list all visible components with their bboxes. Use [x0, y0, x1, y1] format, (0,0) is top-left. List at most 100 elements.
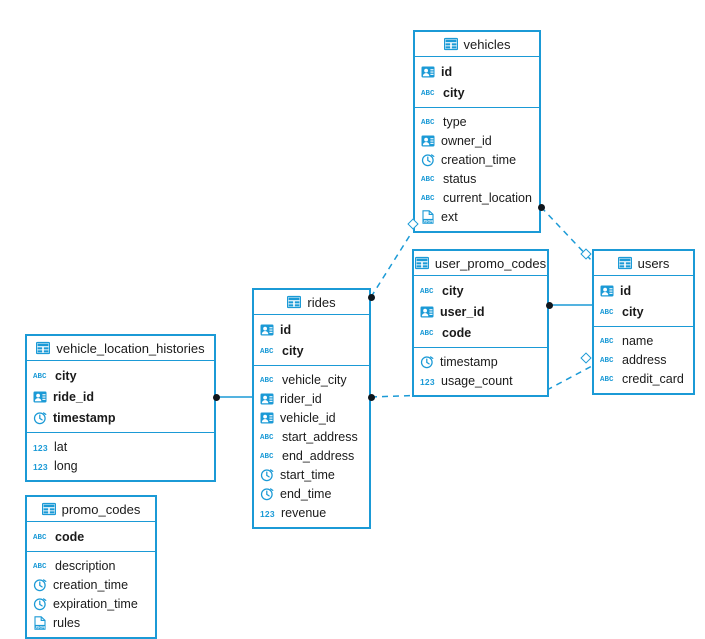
relationship-one-marker-rides-to-users-to[interactable]	[580, 352, 592, 364]
table-title: rides	[307, 294, 336, 310]
123-icon: 123	[260, 508, 275, 519]
column-row-owner_id[interactable]: owner_id	[415, 131, 539, 150]
primary-key-row-timestamp[interactable]: timestamp	[27, 407, 214, 428]
abc-icon: ABC	[260, 347, 274, 356]
primary-key-row-ride_id[interactable]: ride_id	[27, 386, 214, 407]
id-card-icon	[420, 306, 434, 317]
primary-key-row-id[interactable]: id	[254, 319, 369, 340]
column-name: type	[443, 114, 467, 129]
id-card-icon	[260, 393, 274, 404]
json-file-icon: JSON	[422, 209, 434, 224]
table-grid-icon	[287, 295, 302, 309]
column-name: lat	[54, 439, 68, 454]
column-name: name	[622, 333, 654, 348]
table-title: users	[637, 255, 670, 271]
relationship-line-rides-to-vehicles[interactable]	[370, 231, 413, 298]
primary-key-row-id[interactable]: id	[594, 280, 693, 301]
column-row-expiration_time[interactable]: expiration_time	[27, 594, 155, 613]
column-row-end_time[interactable]: end_time	[254, 484, 369, 503]
id-card-icon	[33, 391, 47, 402]
abc-icon: ABC	[421, 175, 435, 184]
123-icon: 123	[33, 442, 48, 453]
primary-key-row-user_id[interactable]: user_id	[414, 301, 547, 322]
relationship-many-marker-rides-to-users-from[interactable]	[367, 393, 375, 401]
table-header-vehicles[interactable]: vehicles	[415, 32, 539, 57]
column-name: usage_count	[441, 373, 513, 388]
table-header-vehicle_location_histories[interactable]: vehicle_location_histories	[27, 336, 214, 361]
relationship-many-marker-vehicles-to-users-from[interactable]	[537, 203, 545, 211]
table-title: user_promo_codes	[434, 255, 547, 271]
clock-icon	[420, 355, 434, 368]
column-row-revenue[interactable]: 123 revenue	[254, 503, 369, 522]
column-name: current_location	[443, 190, 532, 205]
relationship-many-marker-vehicle_location_histories-to-rides-from[interactable]	[212, 393, 220, 401]
column-row-creation_time[interactable]: creation_time	[27, 575, 155, 594]
column-row-lat[interactable]: 123 lat	[27, 437, 214, 456]
relationship-many-marker-rides-to-vehicles-from[interactable]	[367, 293, 375, 301]
column-row-creation_time[interactable]: creation_time	[415, 150, 539, 169]
clock-icon	[421, 153, 435, 166]
json-file-icon: JSON	[34, 615, 46, 630]
table-grid-icon	[617, 256, 632, 270]
column-row-timestamp[interactable]: timestamp	[414, 352, 547, 371]
table-header-rides[interactable]: rides	[254, 290, 369, 315]
column-row-vehicle_id[interactable]: vehicle_id	[254, 408, 369, 427]
table-header-promo_codes[interactable]: promo_codes	[27, 497, 155, 522]
table-header-users[interactable]: users	[594, 251, 693, 276]
column-name: long	[54, 458, 78, 473]
clock-icon	[33, 578, 47, 591]
column-name: timestamp	[440, 354, 498, 369]
column-name: creation_time	[441, 152, 517, 167]
table-header-user_promo_codes[interactable]: user_promo_codes	[414, 251, 547, 276]
column-name: city	[55, 368, 77, 383]
column-name: city	[443, 85, 465, 100]
column-name: revenue	[281, 505, 327, 520]
primary-key-row-id[interactable]: id	[415, 61, 539, 82]
column-name: address	[622, 352, 667, 367]
relationship-one-marker-vehicles-to-users-to[interactable]	[580, 248, 592, 260]
column-name: city	[442, 283, 464, 298]
123-icon: 123	[33, 461, 48, 472]
abc-icon: ABC	[260, 452, 274, 461]
relationship-many-marker-user_promo_codes-to-users-from[interactable]	[545, 301, 553, 309]
column-row-long[interactable]: 123 long	[27, 456, 214, 475]
column-row-start_time[interactable]: start_time	[254, 465, 369, 484]
id-card-icon	[421, 135, 435, 146]
abc-icon: ABC	[600, 375, 614, 384]
column-row-rider_id[interactable]: rider_id	[254, 389, 369, 408]
